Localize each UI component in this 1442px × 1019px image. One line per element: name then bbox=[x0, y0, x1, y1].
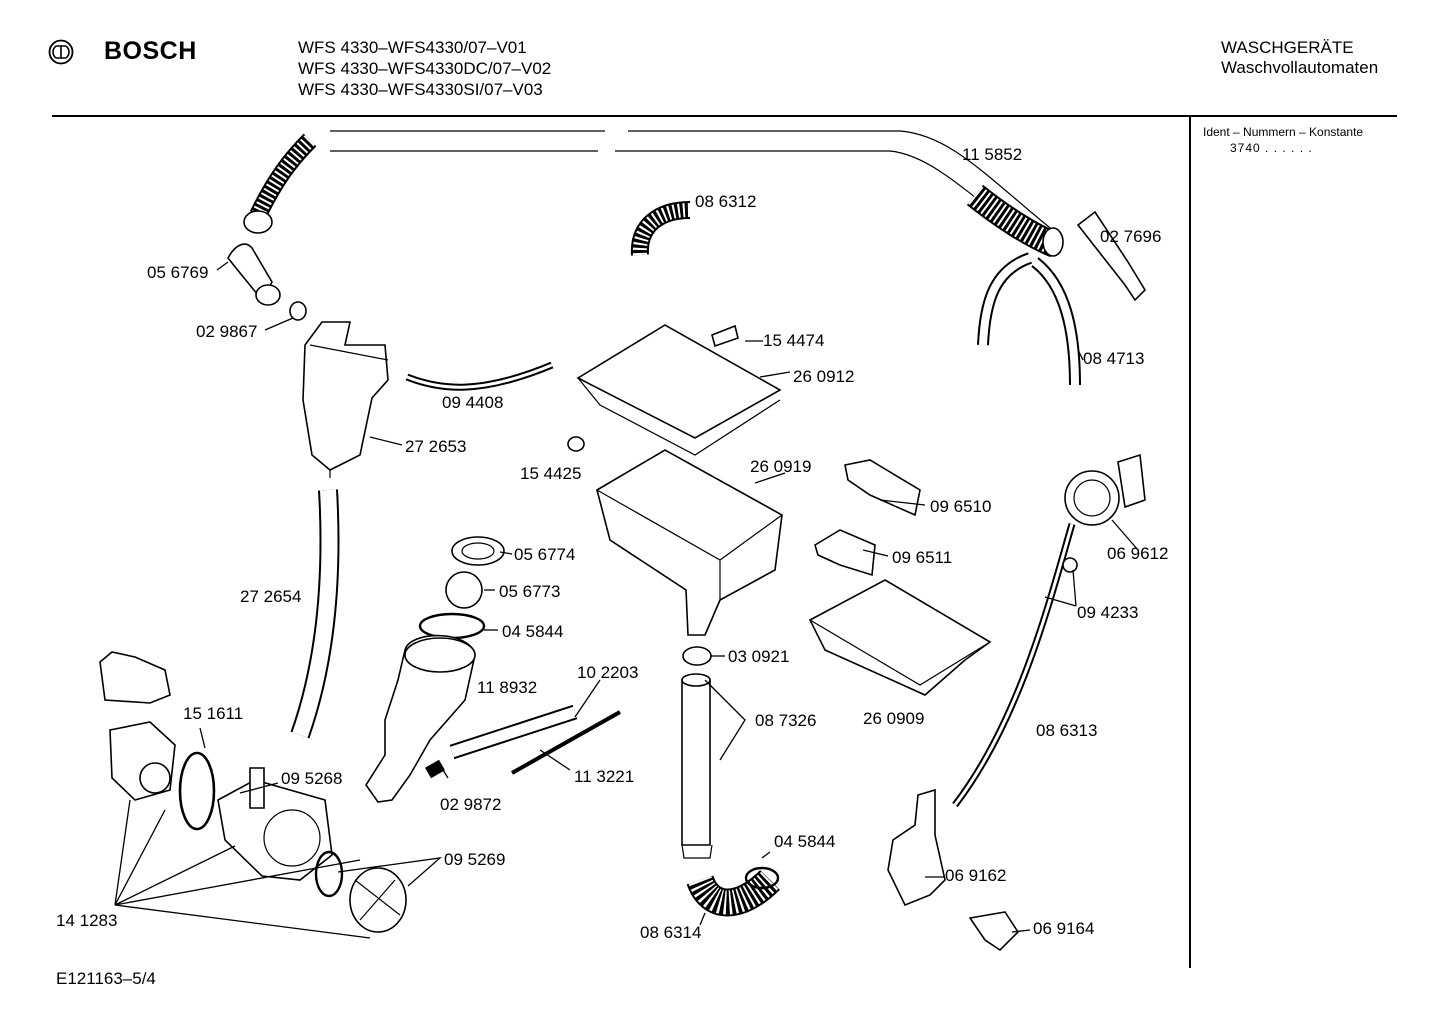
pump-cover bbox=[100, 652, 170, 703]
part-label: 06 9164 bbox=[1033, 919, 1095, 938]
valve-block bbox=[815, 530, 875, 575]
drawing-id: E121163–5/4 bbox=[56, 969, 156, 988]
clip-15-4474 bbox=[712, 326, 738, 346]
part-label: 11 5852 bbox=[962, 145, 1023, 164]
valve-cover bbox=[845, 460, 920, 515]
seal-09-5269 bbox=[316, 852, 342, 896]
hose-08-6313 bbox=[955, 524, 1072, 805]
nozzle-06-9164 bbox=[970, 912, 1018, 950]
model-line-2: WFS 4330–WFS4330DC/07–V02 bbox=[298, 59, 552, 78]
part-label: 27 2654 bbox=[240, 587, 302, 606]
part-label: 11 3221 bbox=[574, 767, 635, 786]
part-label: 08 6313 bbox=[1036, 721, 1098, 740]
part-label: 14 1283 bbox=[56, 911, 118, 930]
part-label: 10 2203 bbox=[577, 663, 639, 682]
standpipe bbox=[682, 674, 712, 858]
header-rule bbox=[52, 115, 1397, 117]
part-label: 08 7326 bbox=[755, 711, 817, 730]
grommet-09-4233 bbox=[1063, 558, 1077, 572]
detergent-drawer bbox=[810, 580, 990, 695]
pump-housing-09-5268 bbox=[218, 768, 332, 880]
part-label: 09 6511 bbox=[892, 548, 953, 567]
bosch-logo-icon bbox=[48, 39, 74, 65]
part-label: 03 0921 bbox=[728, 647, 790, 666]
part-label: 26 0909 bbox=[863, 709, 925, 728]
category-title: WASCHGERÄTE bbox=[1221, 38, 1354, 57]
part-label: 02 7696 bbox=[1100, 227, 1162, 246]
part-label: 05 6769 bbox=[147, 263, 209, 282]
part-label: 04 5844 bbox=[502, 622, 564, 641]
bracket-06-9162 bbox=[888, 790, 945, 905]
pressure-switch bbox=[1065, 455, 1145, 525]
part-label: 08 4713 bbox=[1083, 349, 1145, 368]
pump-motor-15-1611 bbox=[110, 722, 175, 800]
plug-15-4425 bbox=[568, 437, 584, 451]
model-line-3: WFS 4330–WFS4330SI/07–V03 bbox=[298, 80, 543, 99]
part-label: 02 9867 bbox=[196, 322, 258, 341]
part-label: 15 4425 bbox=[520, 464, 582, 483]
ball-05-6773 bbox=[446, 572, 482, 608]
part-label: 11 8932 bbox=[477, 678, 538, 697]
brand-name: BOSCH bbox=[104, 37, 197, 65]
part-label: 09 6510 bbox=[930, 497, 992, 516]
part-label: 08 6314 bbox=[640, 923, 702, 942]
seal-ring bbox=[290, 302, 306, 320]
dispenser-housing bbox=[597, 450, 782, 635]
part-label: 09 4408 bbox=[442, 393, 504, 412]
bellows-hose bbox=[366, 636, 475, 802]
clamp-04-5844-lower bbox=[746, 868, 778, 888]
model-line-1: WFS 4330–WFS4330/07–V01 bbox=[298, 38, 527, 57]
part-label: 06 9612 bbox=[1107, 544, 1169, 563]
part-label: 05 6774 bbox=[514, 545, 576, 564]
part-label: 02 9872 bbox=[440, 795, 502, 814]
leader-lines bbox=[115, 262, 1138, 938]
part-label: 26 0919 bbox=[750, 457, 812, 476]
subcategory-title: Waschvollautomaten bbox=[1221, 58, 1379, 77]
dispenser-cover bbox=[578, 325, 780, 455]
seal-ring-pump bbox=[180, 753, 214, 829]
part-label: 09 5269 bbox=[444, 850, 506, 869]
drain-hose bbox=[244, 131, 1063, 256]
ident-value: 3740 . . . . . . bbox=[1230, 141, 1313, 155]
ident-title: Ident – Nummern – Konstante bbox=[1203, 125, 1364, 139]
hose-08-6312 bbox=[640, 210, 690, 255]
part-label: 09 4233 bbox=[1077, 603, 1139, 622]
part-label: 08 6312 bbox=[695, 192, 757, 211]
seal-05-6774 bbox=[452, 537, 504, 565]
part-label: 26 0912 bbox=[793, 367, 855, 386]
part-label: 05 6773 bbox=[499, 582, 561, 601]
part-label: 04 5844 bbox=[774, 832, 836, 851]
sidebar-divider bbox=[1189, 117, 1191, 968]
clamp-04-5844-upper bbox=[420, 614, 484, 638]
seal-03-0921 bbox=[683, 647, 711, 665]
rod-11-3221 bbox=[512, 712, 620, 773]
elbow-connector bbox=[228, 244, 280, 305]
part-label: 15 1611 bbox=[183, 704, 244, 723]
part-label: 09 5268 bbox=[281, 769, 343, 788]
part-label: 15 4474 bbox=[763, 331, 825, 350]
air-trap-tank bbox=[303, 322, 388, 478]
sleeve-02-9872 bbox=[428, 765, 442, 773]
filter-cap bbox=[350, 868, 406, 932]
hose-end-cap bbox=[1078, 212, 1145, 300]
part-label: 27 2653 bbox=[405, 437, 467, 456]
part-label: 06 9162 bbox=[945, 866, 1007, 885]
